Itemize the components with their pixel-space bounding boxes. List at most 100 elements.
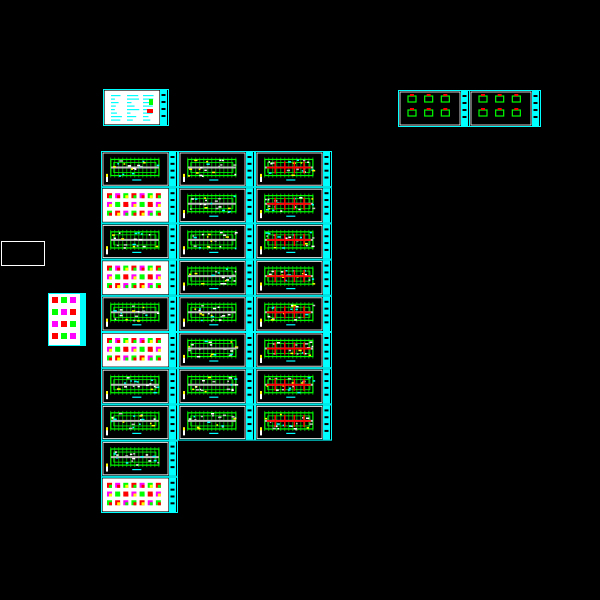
title-block-cell bbox=[170, 228, 175, 231]
detail-node-mark bbox=[125, 267, 129, 271]
detail-node bbox=[61, 321, 67, 327]
plan-annotation bbox=[280, 271, 284, 273]
detail-node-mark bbox=[149, 203, 153, 207]
legend-mark bbox=[106, 246, 108, 250]
detail-node-mark bbox=[149, 340, 153, 343]
plan-annotation bbox=[227, 380, 230, 383]
column-line bbox=[284, 197, 286, 210]
title-block-cell bbox=[324, 228, 329, 231]
legend-strip bbox=[106, 463, 108, 472]
column-line bbox=[303, 414, 305, 427]
sheet-column-a bbox=[101, 404, 178, 441]
plan-annotation bbox=[305, 313, 309, 316]
beam bbox=[266, 383, 311, 386]
title-block-cell bbox=[324, 416, 329, 419]
title-block-cell bbox=[170, 285, 175, 288]
plan-annotation bbox=[206, 163, 210, 165]
title-block-cell bbox=[462, 109, 467, 111]
plan-annotation bbox=[208, 246, 211, 249]
title-block-cell bbox=[170, 307, 175, 310]
plan-annotation bbox=[210, 314, 213, 317]
legend-strip bbox=[183, 246, 185, 255]
title-block bbox=[169, 369, 176, 404]
legend-strip bbox=[106, 173, 108, 182]
note-figure bbox=[149, 99, 153, 105]
detail-node-mark bbox=[149, 493, 153, 497]
legend-strip bbox=[183, 282, 185, 291]
title-block bbox=[246, 152, 253, 187]
title-block bbox=[246, 333, 253, 368]
plan-annotation bbox=[194, 159, 198, 162]
plan-annotation bbox=[191, 198, 194, 200]
plan-annotation bbox=[201, 283, 205, 285]
plan-annotation bbox=[308, 279, 311, 281]
plan-annotation bbox=[131, 310, 136, 312]
detail-node-mark bbox=[125, 212, 129, 216]
plan-annotation bbox=[227, 207, 231, 210]
plan-annotation bbox=[143, 161, 146, 164]
title-block-cell bbox=[247, 199, 252, 202]
plan-annotation bbox=[311, 245, 315, 248]
detail-node-mark bbox=[149, 267, 153, 271]
title-block-cell bbox=[247, 242, 252, 245]
plan-annotation bbox=[142, 306, 145, 309]
notes-text-line bbox=[143, 116, 149, 118]
plan-annotation bbox=[292, 385, 295, 388]
column-line bbox=[303, 197, 305, 210]
notes-text-line bbox=[143, 105, 153, 107]
plan-annotation bbox=[193, 245, 197, 247]
title-block-cell bbox=[247, 314, 252, 317]
node-detail-rebar bbox=[481, 108, 485, 110]
title-block-cell bbox=[170, 156, 175, 158]
plan-annotation bbox=[206, 160, 209, 163]
sheet-column-b bbox=[178, 368, 255, 405]
title-block-cell bbox=[247, 409, 252, 412]
plan-annotation bbox=[301, 170, 305, 172]
plan-annotation bbox=[312, 283, 316, 285]
title-block-cell bbox=[247, 212, 252, 215]
title-block bbox=[246, 405, 253, 440]
small-sheet-left bbox=[48, 293, 86, 346]
plan-annotation bbox=[211, 274, 215, 277]
detail-node-mark bbox=[117, 276, 121, 280]
plan-annotation bbox=[232, 274, 235, 277]
plan-annotation bbox=[124, 382, 126, 384]
detail-node-mark bbox=[141, 285, 145, 289]
detail-node-mark bbox=[125, 203, 129, 207]
plan-annotation bbox=[221, 159, 224, 162]
plan-annotation bbox=[131, 172, 135, 175]
plan-annotation bbox=[225, 236, 229, 238]
legend-strip bbox=[106, 246, 108, 255]
title-block-cell bbox=[324, 199, 329, 202]
title-block-cell bbox=[324, 429, 329, 432]
detail-node-mark bbox=[133, 493, 137, 497]
plan-annotation bbox=[121, 238, 125, 240]
notes-text-line bbox=[111, 105, 116, 107]
title-block bbox=[169, 224, 176, 259]
plan-annotation bbox=[145, 314, 148, 317]
plan-annotation bbox=[277, 427, 280, 430]
sheet-column-a bbox=[101, 295, 178, 332]
plan-annotation bbox=[131, 460, 134, 462]
notes-text-line bbox=[143, 102, 150, 104]
title-block-cell bbox=[324, 409, 329, 412]
plan-annotation bbox=[137, 232, 140, 234]
plan-annotation bbox=[207, 233, 211, 236]
notes-text-line bbox=[111, 112, 117, 114]
plan-annotation bbox=[207, 421, 211, 424]
detail-node-mark bbox=[141, 502, 145, 506]
node-detail-rebar bbox=[514, 108, 519, 110]
detail-node-mark bbox=[133, 340, 137, 343]
plan-annotation bbox=[229, 277, 232, 279]
plan-annotation bbox=[118, 175, 121, 177]
title-block-cell bbox=[170, 343, 175, 346]
column-line bbox=[284, 161, 286, 174]
sheet-column-a bbox=[101, 151, 178, 188]
plan-annotation bbox=[148, 460, 152, 462]
title-block-cell bbox=[247, 423, 252, 426]
plan-annotation bbox=[153, 385, 156, 388]
detail-node bbox=[52, 297, 58, 303]
plan-annotation bbox=[145, 454, 149, 456]
plan-annotation bbox=[266, 385, 269, 387]
